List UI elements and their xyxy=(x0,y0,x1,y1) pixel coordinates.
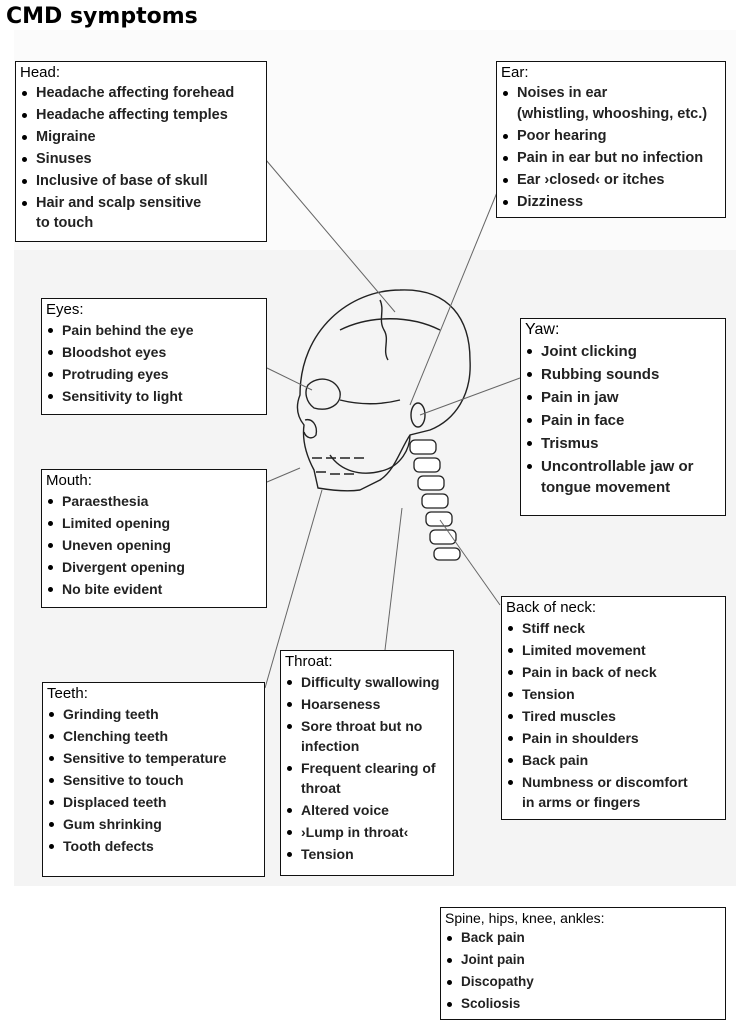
box-title: Eyes: xyxy=(46,301,84,318)
list-item: Rubbing sounds xyxy=(525,363,719,386)
list-item: Tooth defects xyxy=(47,835,258,857)
list-item: Dizziness xyxy=(501,191,719,213)
list-item: Frequent clearing of xyxy=(285,757,447,779)
list-item: Altered voice xyxy=(285,799,447,821)
box-title: Spine, hips, knee, ankles: xyxy=(445,910,605,926)
list-item: Pain in shoulders xyxy=(506,727,719,749)
list-item: Sensitivity to light xyxy=(46,385,260,407)
yaw-symptoms-box: Yaw: Joint clicking Rubbing sounds Pain … xyxy=(520,318,726,516)
list-item-continued: (whistling, whooshing, etc.) xyxy=(517,106,708,122)
cranium-outline xyxy=(296,289,471,492)
list-item: Paraesthesia xyxy=(46,490,260,512)
list-item: Numbness or discomfort xyxy=(506,771,719,793)
list-item-continued: to touch xyxy=(36,215,94,231)
list-item: Difficulty swallowing xyxy=(285,671,447,693)
list-item: Poor hearing xyxy=(501,125,719,147)
list-item-continued: tongue movement xyxy=(541,479,671,496)
list-item: Sensitive to temperature xyxy=(47,747,258,769)
list-item: Inclusive of base of skull xyxy=(20,170,260,192)
list-item: Tension xyxy=(285,843,447,865)
list-item: Ear ›closed‹ or itches xyxy=(501,169,719,191)
ear-opening xyxy=(410,402,426,428)
list-item-continued: in arms or fingers xyxy=(522,794,641,810)
list-item: Discopathy xyxy=(445,971,719,993)
list-item: Divergent opening xyxy=(46,556,260,578)
list-item: Clenching teeth xyxy=(47,725,258,747)
box-title: Teeth: xyxy=(47,685,88,702)
list-item: Tired muscles xyxy=(506,705,719,727)
list-item: Back pain xyxy=(506,749,719,771)
list-item: Scoliosis xyxy=(445,993,719,1015)
list-item: Back pain xyxy=(445,927,719,949)
list-item: Displaced teeth xyxy=(47,791,258,813)
teeth-lower xyxy=(316,471,354,475)
list-item: Headache affecting temples xyxy=(20,104,260,126)
throat-symptoms-box: Throat: Difficulty swallowing Hoarseness… xyxy=(280,650,454,876)
list-item: Pain behind the eye xyxy=(46,319,260,341)
list-item: Joint pain xyxy=(445,949,719,971)
nasal-cavity xyxy=(303,418,318,439)
list-item-continued: infection xyxy=(301,738,360,754)
list-item-continued: throat xyxy=(301,780,341,796)
box-title: Mouth: xyxy=(46,472,92,489)
head-symptoms-box: Head: Headache affecting forehead Headac… xyxy=(15,61,267,242)
list-item: Pain in ear but no infection xyxy=(501,147,719,169)
list-item: Limited movement xyxy=(506,639,719,661)
list-item: Limited opening xyxy=(46,512,260,534)
back-of-neck-symptoms-box: Back of neck: Stiff neck Limited movemen… xyxy=(501,596,726,820)
list-item: Hair and scalp sensitive xyxy=(20,192,260,214)
mouth-symptoms-box: Mouth: Paraesthesia Limited opening Unev… xyxy=(41,469,267,608)
list-item: Noises in ear xyxy=(501,82,719,104)
list-item: Bloodshot eyes xyxy=(46,341,260,363)
list-item: Hoarseness xyxy=(285,693,447,715)
list-item: Pain in back of neck xyxy=(506,661,719,683)
box-title: Yaw: xyxy=(525,321,560,338)
box-title: Back of neck: xyxy=(506,599,597,616)
list-item: Uneven opening xyxy=(46,534,260,556)
list-item: Pain in jaw xyxy=(525,386,719,409)
ear-symptoms-box: Ear: Noises in ear (whistling, whooshing… xyxy=(496,61,726,218)
eyes-symptoms-box: Eyes: Pain behind the eye Bloodshot eyes… xyxy=(41,298,267,415)
list-item: Protruding eyes xyxy=(46,363,260,385)
list-item: Sensitive to touch xyxy=(47,769,258,791)
list-item: Sinuses xyxy=(20,148,260,170)
teeth-symptoms-box: Teeth: Grinding teeth Clenching teeth Se… xyxy=(42,682,265,877)
list-item: Gum shrinking xyxy=(47,813,258,835)
mandible xyxy=(329,434,411,474)
list-item: Uncontrollable jaw or xyxy=(525,455,719,478)
list-item: No bite evident xyxy=(46,578,260,600)
page-title: CMD symptoms xyxy=(6,4,198,29)
spine-hips-knee-ankles-box: Spine, hips, knee, ankles: Back pain Joi… xyxy=(440,907,726,1020)
list-item: ›Lump in throat‹ xyxy=(285,821,447,843)
zygomatic xyxy=(339,399,401,405)
list-item: Pain in face xyxy=(525,409,719,432)
box-title: Head: xyxy=(20,64,61,81)
list-item: Stiff neck xyxy=(506,617,719,639)
list-item: Migraine xyxy=(20,126,260,148)
list-item: Trismus xyxy=(525,432,719,455)
list-item: Grinding teeth xyxy=(47,703,258,725)
suture xyxy=(379,299,389,361)
list-item: Joint clicking xyxy=(525,340,719,363)
leader-lines xyxy=(264,159,521,689)
box-title: Ear: xyxy=(501,64,529,81)
list-item: Sore throat but no xyxy=(285,715,447,737)
temporal-line xyxy=(339,318,441,331)
eye-socket xyxy=(305,378,341,410)
skull-illustration xyxy=(296,289,471,492)
cervical-spine xyxy=(409,439,461,561)
box-title: Throat: xyxy=(285,653,333,670)
list-item: Headache affecting forehead xyxy=(20,82,260,104)
list-item: Tension xyxy=(506,683,719,705)
